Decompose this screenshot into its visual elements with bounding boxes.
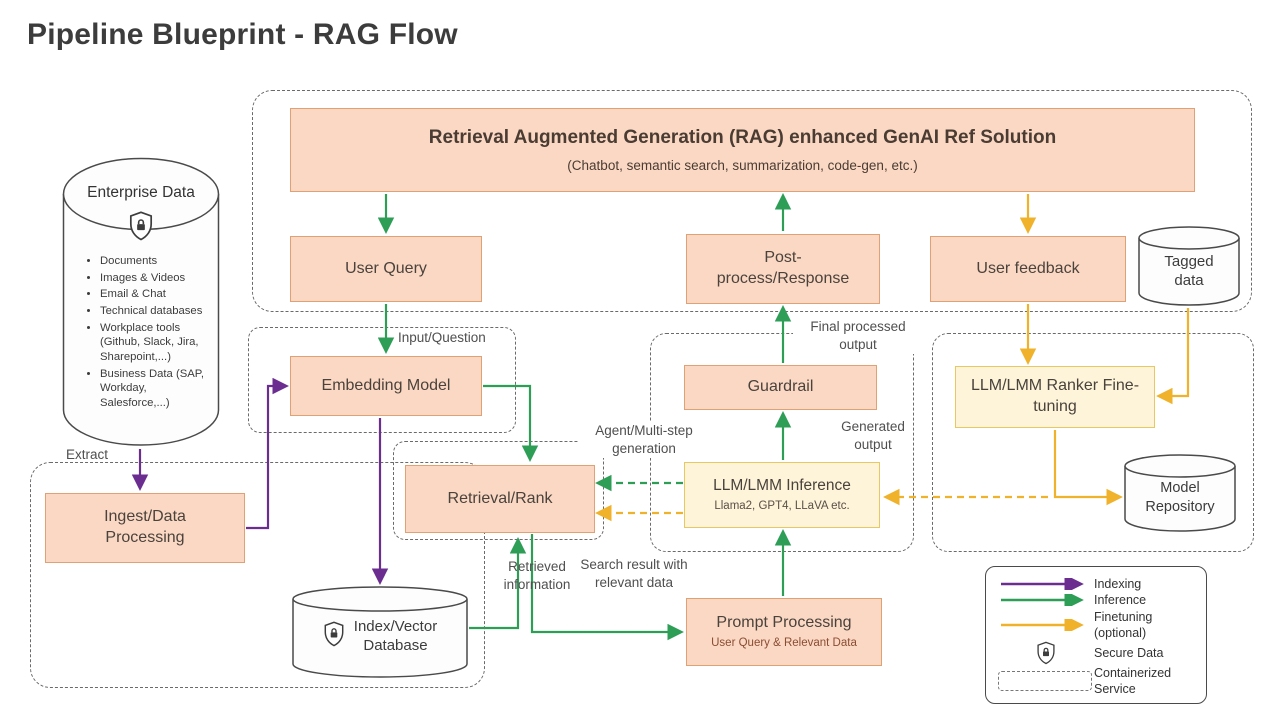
embedding-container — [248, 327, 516, 433]
cylinder-shape — [1138, 226, 1240, 306]
legend-row-secure-data: Secure Data — [994, 641, 1198, 665]
indexing-arrow-icon — [994, 578, 1094, 591]
cylinder-shape — [292, 586, 468, 678]
finetuning-container — [932, 333, 1254, 552]
rag-solution-container — [252, 90, 1252, 312]
secure-shield-icon — [994, 641, 1094, 665]
legend-label: Inference — [1094, 593, 1147, 608]
list-item: Email & Chat — [100, 287, 206, 302]
label-generated-output: Generated output — [841, 419, 905, 453]
containerized-service-icon — [994, 671, 1094, 692]
label-agent-multistep-generation: Agent/Multi-step generation — [578, 422, 710, 459]
guardrail-box: Guardrail — [684, 365, 877, 410]
llm-ranker-finetuning-box: LLM/LMM Ranker Fine- tuning — [955, 366, 1155, 428]
finetuning-arrow-icon — [994, 618, 1094, 631]
prompt-processing-title: Prompt Processing — [716, 613, 852, 631]
legend-label: Finetuning (optional) — [1094, 609, 1153, 640]
enterprise-data-title: Enterprise Data — [87, 184, 195, 201]
enterprise-data-list: Documents Images & Videos Email & Chat T… — [80, 254, 206, 413]
legend-row-containerized: Containerized Service — [994, 665, 1198, 698]
model-repository-label: Model Repository — [1145, 480, 1215, 515]
list-item: Technical databases — [100, 304, 206, 319]
user-query-box: User Query — [290, 236, 482, 302]
model-repository-cylinder: Model Repository — [1124, 454, 1236, 532]
rag-solution-title: Retrieval Augmented Generation (RAG) enh… — [428, 126, 1057, 148]
legend-row-indexing: Indexing — [994, 576, 1198, 592]
rag-solution-subtitle: (Chatbot, semantic search, summarization… — [567, 157, 918, 173]
label-search-result: Search result with relevant data — [580, 557, 688, 591]
prompt-processing-subtitle: User Query & Relevant Data — [711, 637, 857, 650]
label-retrieved-information: Retrieved information — [503, 559, 571, 593]
label-extract: Extract — [66, 447, 109, 462]
embedding-model-box: Embedding Model — [290, 356, 482, 416]
index-vector-database-label: Index/Vector Database — [353, 617, 438, 655]
ingest-data-processing-box: Ingest/Data Processing — [45, 493, 245, 563]
list-item: Business Data (SAP, Workday, Salesforce,… — [100, 367, 206, 411]
secure-shield-icon — [323, 620, 345, 652]
list-item: Images & Videos — [100, 271, 206, 286]
enterprise-data-cylinder: Enterprise Data Documents Images & Video… — [62, 157, 220, 447]
llm-inference-box: LLM/LMM Inference Llama2, GPT4, LLaVA et… — [684, 462, 880, 528]
legend: Indexing Inference Finetuning (optional) — [985, 566, 1207, 704]
inference-arrow-icon — [994, 594, 1094, 607]
cylinder-shape — [1124, 454, 1236, 532]
rag-solution-box: Retrieval Augmented Generation (RAG) enh… — [290, 108, 1195, 192]
prompt-processing-box: Prompt Processing User Query & Relevant … — [686, 598, 882, 666]
llm-inference-title: LLM/LMM Inference — [713, 476, 851, 494]
legend-label: Secure Data — [1094, 645, 1164, 660]
index-vector-database-cylinder: Index/Vector Database — [292, 586, 468, 678]
tagged-data-label: Tagged data — [1164, 252, 1214, 290]
label-final-processed-output: Final processed output — [793, 318, 923, 355]
llm-inference-subtitle: Llama2, GPT4, LLaVA etc. — [714, 500, 850, 513]
list-item: Documents — [100, 254, 206, 269]
user-feedback-box: User feedback — [930, 236, 1126, 302]
page-title: Pipeline Blueprint - RAG Flow — [27, 18, 458, 51]
list-item: Workplace tools (Github, Slack, Jira, Sh… — [100, 321, 206, 365]
legend-label: Containerized Service — [1094, 666, 1172, 697]
legend-row-inference: Inference — [994, 592, 1198, 608]
secure-shield-icon — [128, 211, 154, 246]
legend-label: Indexing — [1094, 577, 1142, 591]
label-input-question: Input/Question — [398, 330, 486, 345]
retrieval-rank-box: Retrieval/Rank — [405, 465, 595, 533]
tagged-data-cylinder: Tagged data — [1138, 226, 1240, 306]
cylinder-shape — [62, 157, 220, 446]
post-process-response-box: Post- process/Response — [686, 234, 880, 304]
legend-row-finetuning: Finetuning (optional) — [994, 609, 1198, 642]
